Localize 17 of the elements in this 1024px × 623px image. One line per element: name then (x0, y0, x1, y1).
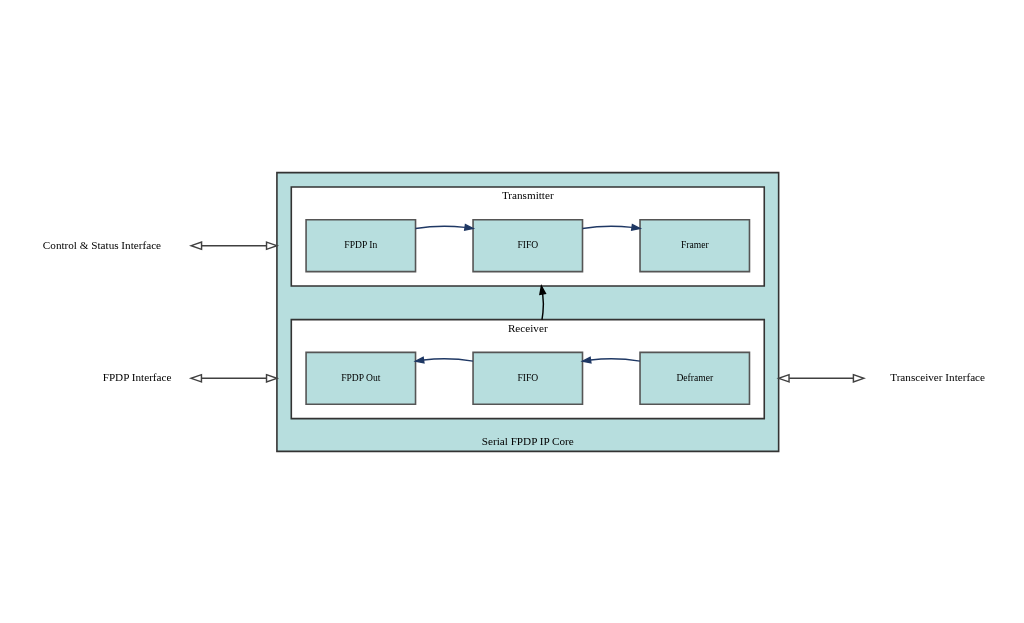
arrow (539, 283, 547, 320)
node-box: Framer (639, 218, 751, 272)
node-text: Control & Status Interface (42, 238, 162, 251)
node-box: FPDP In (305, 218, 417, 272)
node-box: Deframer (639, 351, 751, 405)
arrow (776, 373, 866, 383)
node-text: FPDP Interface (102, 370, 172, 383)
node-box: FIFO (472, 218, 584, 272)
arrow (580, 355, 641, 364)
arrow (413, 355, 474, 364)
node-box: FPDP Out (305, 351, 417, 405)
arrow (581, 223, 643, 231)
arrow (189, 240, 280, 250)
node-text: Transceiver Interface (890, 370, 986, 383)
arrow (414, 223, 476, 231)
node-box: FIFO (472, 351, 584, 405)
arrow (188, 373, 280, 383)
